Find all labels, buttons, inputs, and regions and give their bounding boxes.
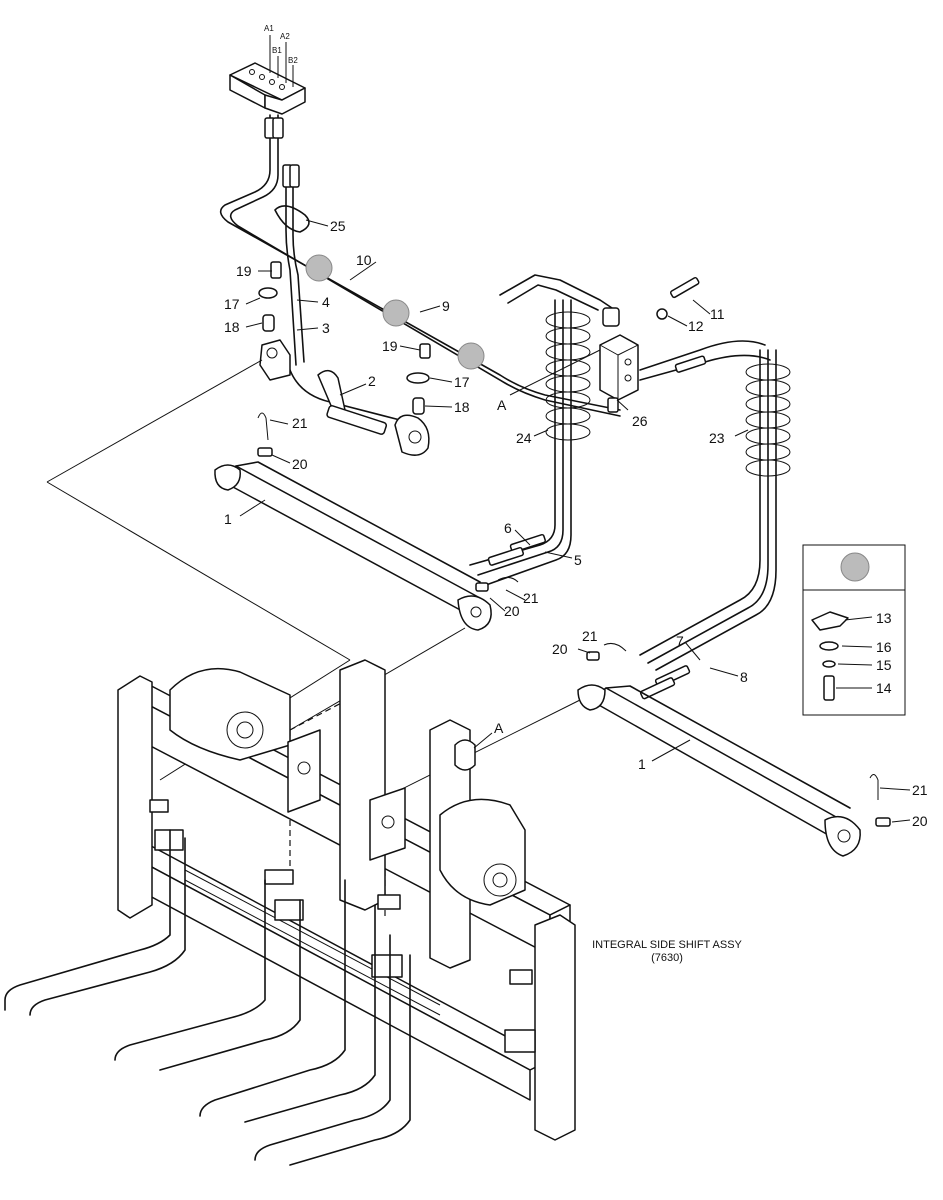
callout-9: 9 <box>442 298 450 314</box>
callout-1-lower: 1 <box>638 756 646 772</box>
forks <box>4 829 411 1166</box>
small-cylinder-2 <box>289 369 430 456</box>
callout-7: 7 <box>676 633 684 649</box>
callout-6: 6 <box>504 520 512 536</box>
callout-21-upper-left: 21 <box>292 415 308 431</box>
callout-a-upper: A <box>497 397 507 413</box>
port-label-a2: A2 <box>280 32 290 41</box>
marker-dot-3 <box>457 342 485 370</box>
callout-20-lower: 20 <box>552 641 568 657</box>
callout-20-upper-left: 20 <box>292 456 308 472</box>
assembly-label-code: (7630) <box>651 952 683 964</box>
callout-17-right: 17 <box>454 374 470 390</box>
hose-pair-upper <box>219 114 621 417</box>
callout-21-mid: 21 <box>523 590 539 606</box>
callout-10: 10 <box>356 252 372 268</box>
callout-19-left: 19 <box>236 263 252 279</box>
marker-dot-1 <box>305 254 333 282</box>
callout-24: 24 <box>516 430 532 446</box>
callout-8: 8 <box>740 669 748 685</box>
bolt-11-washer-12 <box>656 276 700 320</box>
callout-12: 12 <box>688 318 704 334</box>
coiled-hose-24 <box>469 274 619 586</box>
callout-1-upper: 1 <box>224 511 232 527</box>
callout-13: 13 <box>876 610 892 626</box>
carriage-frame <box>117 659 576 1141</box>
callout-leaders <box>239 219 911 823</box>
port-label-b2: B2 <box>288 56 298 65</box>
callout-16: 16 <box>876 639 892 655</box>
side-shift-cylinder-upper <box>214 461 492 631</box>
callout-3: 3 <box>322 320 330 336</box>
callout-5: 5 <box>574 552 582 568</box>
callout-20-mid: 20 <box>504 603 520 619</box>
callout-18-left: 18 <box>224 319 240 335</box>
port-label-b1: B1 <box>272 46 282 55</box>
callout-15: 15 <box>876 657 892 673</box>
port-label-a1: A1 <box>264 24 274 33</box>
callout-20-right: 20 <box>912 813 928 829</box>
callout-18-right: 18 <box>454 399 470 415</box>
callout-2: 2 <box>368 373 376 389</box>
right-bracket-assembly <box>406 343 431 415</box>
callout-25: 25 <box>330 218 346 234</box>
callout-21-right: 21 <box>912 782 928 798</box>
pin-set <box>257 412 891 827</box>
callout-11: 11 <box>710 306 725 322</box>
callout-26: 26 <box>632 413 648 429</box>
side-shift-cylinder-lower <box>577 684 861 857</box>
legend-marker-dot <box>840 552 870 582</box>
valve-block-26 <box>599 307 639 413</box>
coiled-hose-23 <box>639 340 791 700</box>
hose-pair-3-4 <box>274 164 310 366</box>
hydraulic-manifold-block <box>229 35 306 115</box>
callout-19-right: 19 <box>382 338 398 354</box>
callout-23: 23 <box>709 430 725 446</box>
callout-17-left: 17 <box>224 296 240 312</box>
callout-21-lower: 21 <box>582 628 598 644</box>
assembly-label-title: INTEGRAL SIDE SHIFT ASSY <box>592 939 742 951</box>
left-bracket-assembly <box>258 261 291 381</box>
callout-14: 14 <box>876 680 892 696</box>
callout-4: 4 <box>322 294 330 310</box>
marker-dot-2 <box>382 299 410 327</box>
callout-a-lower: A <box>494 720 504 736</box>
marker-legend-box <box>802 544 906 716</box>
